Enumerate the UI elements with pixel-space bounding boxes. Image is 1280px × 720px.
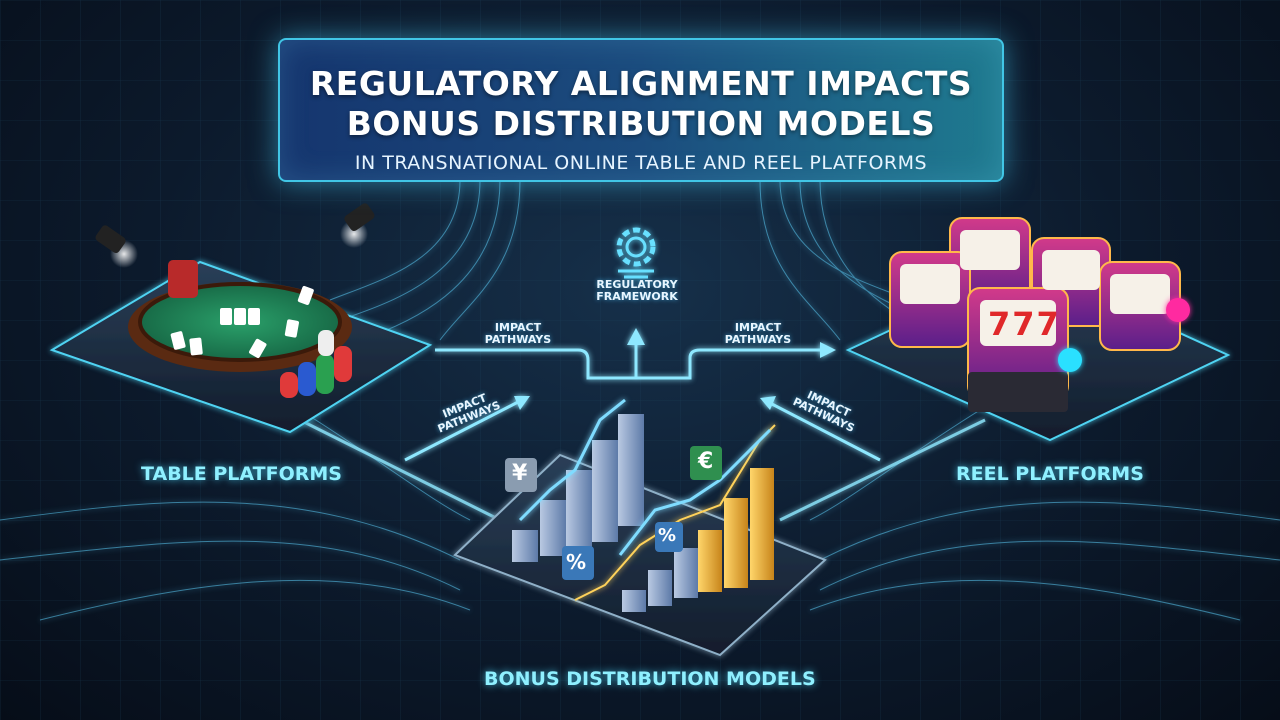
euro-symbol: €: [698, 449, 714, 474]
reel-bonus-line: [779, 418, 986, 522]
pathway-2-line1: IMPACT: [734, 321, 782, 334]
reel-arrowhead: [760, 396, 776, 410]
title-line-2: BONUS DISTRIBUTION MODELS: [346, 104, 936, 143]
bonus-platform: [453, 398, 827, 657]
spotlight-icon: [95, 203, 375, 268]
poker-table-icon: [128, 260, 352, 372]
slot-reel-digits: 777: [988, 305, 1061, 343]
pathway-1-line2: PATHWAYS: [484, 333, 552, 346]
chair-icon: [168, 260, 198, 298]
title-box: REGULATORY ALIGNMENT IMPACTS BONUS DISTR…: [278, 38, 1004, 182]
percent-tile-b: [655, 522, 683, 552]
bar-chart-icon: [505, 398, 776, 612]
euro-tile: [690, 446, 722, 480]
table-arrowhead: [514, 396, 530, 410]
impact-pathway-label-1: IMPACT PATHWAYS: [476, 322, 560, 346]
reel-pathway-arrow-line: [767, 400, 881, 462]
chip-stack-icon: [280, 330, 352, 398]
title-line-1: REGULATORY ALIGNMENT IMPACTS: [309, 64, 973, 103]
connectors: [299, 338, 986, 522]
right-arrowhead: [820, 342, 836, 358]
table-platforms-label: TABLE PLATFORMS: [141, 463, 342, 485]
bonus-models-label: BONUS DISTRIBUTION MODELS: [484, 668, 816, 690]
light-streams: [0, 179, 1280, 621]
regulatory-framework-label: REGULATORY FRAMEWORK: [589, 279, 685, 303]
percent-symbol-a: %: [566, 550, 587, 574]
yen-tile: [505, 458, 537, 492]
pathway-2-line2: PATHWAYS: [724, 333, 792, 346]
reel-platform: [845, 217, 1231, 442]
gear-icon: [616, 227, 656, 279]
yen-symbol: ¥: [512, 461, 528, 486]
table-bonus-line: [299, 418, 501, 522]
impact-pathway-label-2: IMPACT PATHWAYS: [712, 322, 804, 346]
top-pathway-line: [435, 348, 825, 380]
slot-machine-icon: [889, 217, 1190, 412]
arrowheads: [514, 328, 836, 410]
percent-symbol-b: %: [658, 525, 677, 546]
reel-platforms-label: REEL PLATFORMS: [956, 463, 1144, 485]
up-arrowhead: [627, 328, 645, 345]
table-pathway-arrow-line: [404, 398, 523, 462]
percent-tile-a: [562, 546, 594, 580]
pathway-1-line1: IMPACT: [494, 321, 542, 334]
regulatory-line2: FRAMEWORK: [596, 290, 678, 303]
table-platform: [49, 203, 433, 434]
subtitle: IN TRANSNATIONAL ONLINE TABLE AND REEL P…: [354, 152, 928, 174]
regulatory-line1: REGULATORY: [596, 278, 678, 291]
